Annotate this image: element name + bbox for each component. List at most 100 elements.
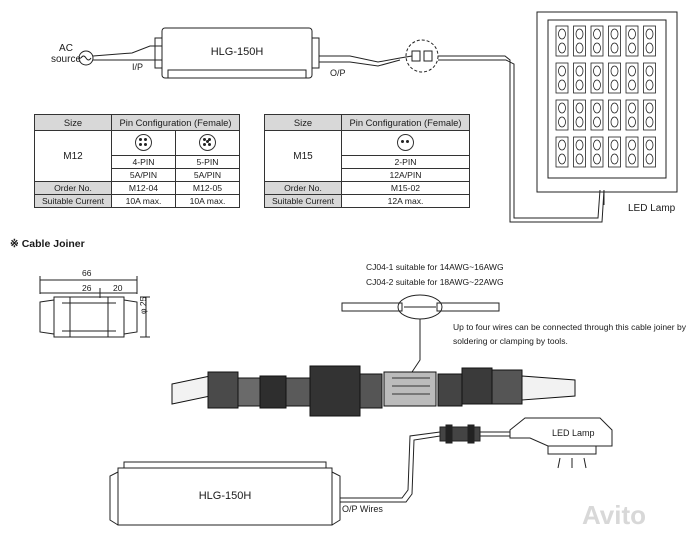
led-chip <box>628 153 636 165</box>
pin-2-icon <box>397 133 414 151</box>
led-module <box>625 136 639 168</box>
led-chip <box>610 28 619 40</box>
led-lamp-bottom <box>509 417 613 447</box>
m15-current: 12A max. <box>341 194 470 208</box>
ac-source-label: AC source <box>49 43 83 65</box>
led-chip <box>628 28 636 40</box>
ac-label-line1: AC <box>59 43 73 54</box>
led-chip <box>575 139 584 151</box>
psu-bottom-model: HLG-150H <box>198 490 252 502</box>
led-chip <box>610 116 619 128</box>
led-lamp-top-label: LED Lamp <box>628 203 676 214</box>
m15-order: M15-02 <box>341 181 470 195</box>
led-chip <box>575 28 584 40</box>
led-chip <box>558 139 566 151</box>
led-chip <box>593 153 601 165</box>
led-lamp-bottom-label: LED Lamp <box>552 428 595 438</box>
led-chip <box>628 79 636 91</box>
led-chip <box>593 79 601 91</box>
m15-current-label: Suitable Current <box>264 194 342 208</box>
led-chip <box>593 102 601 114</box>
m12-amp-4: 5A/PIN <box>111 168 176 182</box>
led-module <box>608 62 621 94</box>
led-chip <box>593 65 601 77</box>
m15-order-label: Order No. <box>264 181 342 195</box>
dim-diameter: φ 25 <box>138 296 148 314</box>
led-chip <box>610 79 619 91</box>
spec-line-2: CJ04-2 suitable for 18AWG~22AWG <box>366 277 504 287</box>
led-module <box>590 25 604 57</box>
led-chip <box>610 102 619 114</box>
cable-joiner-illustration <box>171 365 576 417</box>
led-module <box>590 136 604 168</box>
psu-top-model: HLG-150H <box>210 46 264 58</box>
spec-line-1: CJ04-1 suitable for 14AWG~16AWG <box>366 262 504 272</box>
m12-current-label: Suitable Current <box>34 194 112 208</box>
m12-pin-4: 4-PIN <box>111 155 176 169</box>
led-module <box>625 25 639 57</box>
dim-left: 26 <box>82 283 92 293</box>
ac-source-symbol <box>78 50 94 66</box>
led-module <box>643 136 656 168</box>
m12-5pin-icon-cell <box>175 130 240 156</box>
m12-order-label: Order No. <box>34 181 112 195</box>
led-module <box>555 99 569 131</box>
led-chip <box>593 116 601 128</box>
m12-size-header: Size <box>34 114 112 131</box>
led-chip <box>628 139 636 151</box>
note-line-1: Up to four wires can be connected throug… <box>453 322 686 332</box>
led-chip <box>628 65 636 77</box>
led-chip <box>575 153 584 165</box>
led-chip <box>628 116 636 128</box>
led-chip <box>645 28 654 40</box>
led-module <box>625 62 639 94</box>
watermark-text: Avito <box>582 500 647 530</box>
led-panel-inner <box>547 19 667 179</box>
led-chip <box>610 139 619 151</box>
led-module <box>643 25 656 57</box>
led-module <box>625 99 639 131</box>
led-chip <box>610 42 619 54</box>
led-module <box>573 136 586 168</box>
m12-current-4: 10A max. <box>111 194 176 208</box>
led-chip <box>593 28 601 40</box>
led-chip <box>610 153 619 165</box>
led-module <box>555 62 569 94</box>
watermark-logo: Avito <box>582 500 646 531</box>
led-chip <box>558 153 566 165</box>
m15-size-header: Size <box>264 114 342 131</box>
pin-4-icon <box>135 133 152 151</box>
led-module <box>608 25 621 57</box>
led-chip <box>558 116 566 128</box>
pin-config-table-m12: Size Pin Configuration (Female) M12 4-PI… <box>34 114 240 208</box>
led-chip <box>593 42 601 54</box>
led-chip <box>558 42 566 54</box>
led-module <box>573 99 586 131</box>
cable-joiner-title: ※ Cable Joiner <box>10 238 85 250</box>
led-chip <box>558 28 566 40</box>
m12-order-4: M12-04 <box>111 181 176 195</box>
op-label: O/P <box>330 68 346 78</box>
led-chip <box>645 153 654 165</box>
ip-label: I/P <box>132 62 144 72</box>
led-chip <box>628 42 636 54</box>
led-module <box>555 25 569 57</box>
led-chip <box>645 42 654 54</box>
led-chip <box>575 116 584 128</box>
cable-joiner-dimension-drawing <box>39 276 150 338</box>
led-chip <box>575 102 584 114</box>
op-wires-label: O/P Wires <box>342 504 383 514</box>
led-panel-outer <box>536 11 678 193</box>
led-chip <box>575 42 584 54</box>
led-module <box>608 136 621 168</box>
led-module <box>573 25 586 57</box>
led-chip <box>558 79 566 91</box>
led-chip <box>558 102 566 114</box>
m15-pin: 2-PIN <box>341 155 470 169</box>
led-chip <box>593 139 601 151</box>
led-grid <box>555 25 656 168</box>
m12-pin-5: 5-PIN <box>175 155 240 169</box>
m15-size-value: M15 <box>264 130 342 182</box>
dim-total: 66 <box>82 268 92 278</box>
